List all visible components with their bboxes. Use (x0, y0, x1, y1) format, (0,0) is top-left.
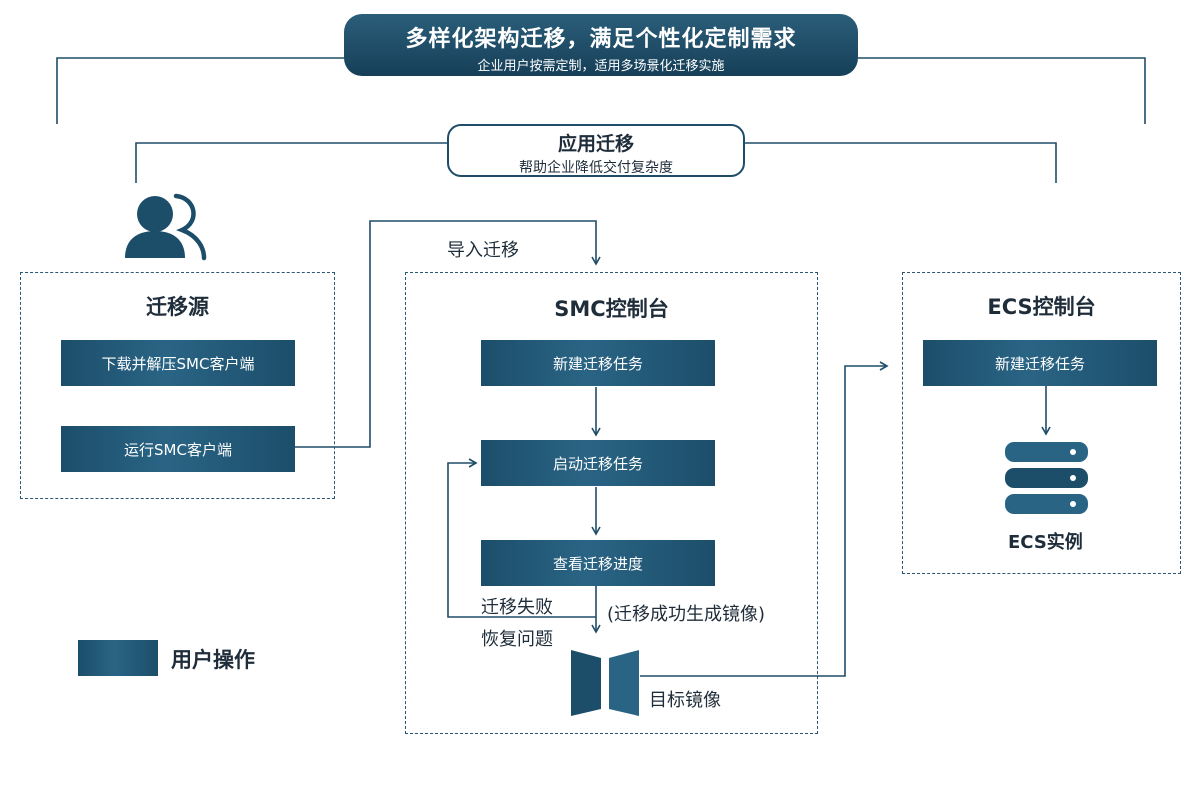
smc-panel (405, 272, 818, 734)
retry-loop-arrow (447, 458, 596, 618)
success-label: (迁移成功生成镜像) (607, 604, 766, 625)
target-image-label: 目标镜像 (649, 690, 721, 711)
download-client-button[interactable]: 下载并解压SMC客户端 (61, 340, 295, 386)
top-banner: 多样化架构迁移，满足个性化定制需求 企业用户按需定制，适用多场景化迁移实施 (344, 14, 858, 76)
smc-new-task-button[interactable]: 新建迁移任务 (481, 340, 715, 386)
legend-swatch (78, 640, 158, 676)
import-arrow (294, 220, 601, 448)
banner-bracket (56, 57, 344, 124)
ecs-panel-title: ECS控制台 (987, 295, 1096, 319)
smc-panel-title: SMC控制台 (554, 297, 669, 321)
source-panel-title: 迁移源 (146, 295, 209, 319)
banner-subtitle: 企业用户按需定制，适用多场景化迁移实施 (477, 59, 725, 74)
legend-label: 用户操作 (171, 648, 255, 672)
image-to-ecs-arrow (640, 361, 889, 677)
ecs-new-task-button[interactable]: 新建迁移任务 (923, 340, 1157, 386)
target-image-icon (571, 650, 639, 716)
user-icon (125, 193, 207, 261)
fail-label-1: 迁移失败 (481, 597, 553, 618)
view-progress-button[interactable]: 查看迁移进度 (481, 540, 715, 586)
ecs-panel (902, 272, 1181, 574)
app-migration-subtitle: 帮助企业降低交付复杂度 (519, 160, 673, 176)
run-client-button[interactable]: 运行SMC客户端 (61, 426, 295, 472)
start-task-button[interactable]: 启动迁移任务 (481, 440, 715, 486)
server-icon (1005, 442, 1088, 514)
import-label: 导入迁移 (447, 240, 519, 261)
source-panel (20, 272, 335, 499)
app-migration-pill: 应用迁移 帮助企业降低交付复杂度 (447, 124, 745, 177)
banner-title: 多样化架构迁移，满足个性化定制需求 (405, 27, 797, 52)
ecs-instance-label: ECS实例 (1008, 532, 1083, 553)
app-bracket (135, 142, 447, 183)
app-migration-title: 应用迁移 (557, 133, 634, 155)
fail-label-2: 恢复问题 (481, 629, 553, 650)
